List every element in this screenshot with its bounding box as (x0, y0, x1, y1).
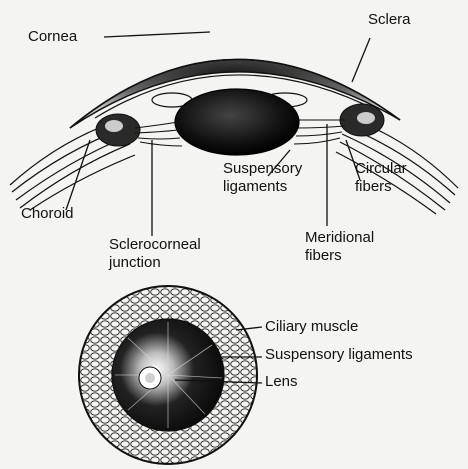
cross-section-group (10, 32, 458, 236)
label-sclerocorneal-junction: Sclerocorneal junction (109, 236, 201, 272)
label-suspensory-ligaments-front: Suspensory ligaments (265, 346, 413, 364)
label-circular-fibers: Circular fibers (355, 160, 407, 196)
label-meridional-fibers: Meridional fibers (305, 229, 374, 265)
label-ciliary-muscle: Ciliary muscle (265, 318, 358, 336)
front-view-group (79, 286, 262, 464)
lens-shape (175, 89, 299, 155)
label-choroid: Choroid (21, 205, 74, 223)
label-cornea: Cornea (28, 28, 77, 46)
label-lens: Lens (265, 373, 298, 391)
label-suspensory-ligaments: Suspensory ligaments (223, 160, 302, 196)
label-sclera: Sclera (368, 11, 411, 29)
